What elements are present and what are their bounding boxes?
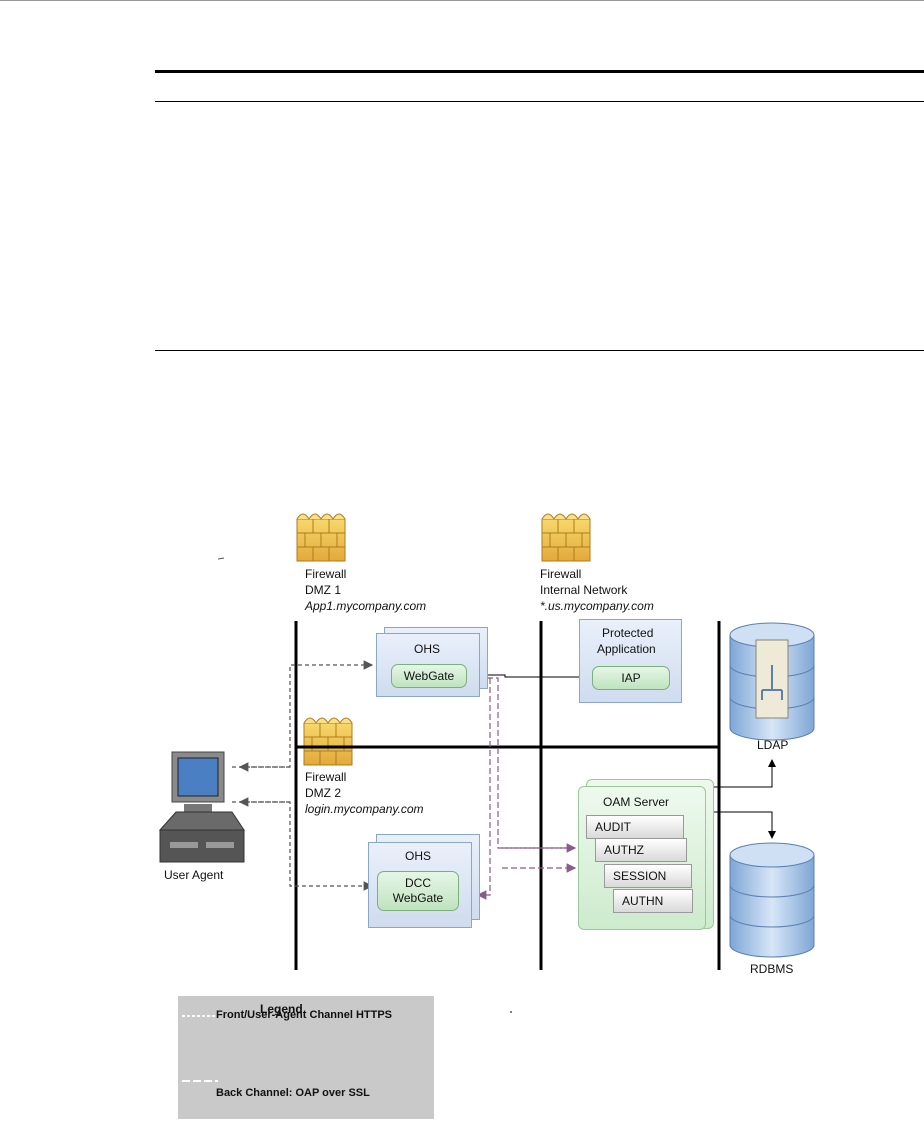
oam-server-label: OAM Server [603,795,670,809]
webgate-top: WebGate [391,664,467,688]
table-top-rule [155,70,924,73]
iap-label: IAP [621,671,641,685]
computer-icon [158,751,245,863]
legend-box: Legend Front/User-Agent Channel HTTPS Ba… [178,996,434,1119]
legend-title: Legend [260,1002,303,1016]
legend-front-channel: Front/User-Agent Channel HTTPS [216,1009,393,1021]
dcc-webgate-line2: WebGate [392,891,444,905]
ohs-box-bottom: OHS DCC WebGate [368,842,472,928]
top-rule [0,0,924,1]
oam-to-ldap-arrow [712,759,776,788]
stray-mark [217,557,225,560]
oam-layer-audit: AUDIT [586,815,684,839]
legend-back-channel: Back Channel: OAP over SSL [216,1087,370,1099]
rdbms-database-icon [729,842,815,958]
iap-module: IAP [592,666,670,690]
table-bottom-rule [155,350,924,351]
firewall-dmz1-title: Firewall [305,567,347,581]
front-channel-swatch [182,1015,216,1017]
stray-mark [510,1011,512,1013]
ohs-box-top: OHS WebGate [376,633,480,697]
firewall-internal-host: *.us.mycompany.com [540,599,654,613]
dcc-webgate-line1: DCC [405,876,431,890]
protected-app-line1: Protected [602,626,654,640]
rdbms-label: RDBMS [750,962,794,976]
ldap-database-icon [729,622,815,741]
oam-layer-session: SESSION [604,864,692,888]
firewall-icon [296,513,346,562]
firewall-icon [541,513,591,562]
back-channel-dcc [476,678,491,900]
protected-application-box: Protected Application IAP [579,619,682,703]
firewall-dmz1-host: App1.mycompany.com [305,599,427,613]
firewall-icon [303,717,353,766]
back-channel-swatch [182,1080,218,1082]
oam-to-rdbms-arrow [712,811,776,839]
oam-layer-authn: AUTHN [613,889,693,913]
firewall-dmz2-host: login.mycompany.com [305,802,424,816]
user-agent-label: User Agent [164,868,224,882]
webgate-top-label: WebGate [403,669,455,683]
ohs-top-label: OHS [414,642,441,656]
dcc-webgate: DCC WebGate [377,871,459,911]
table-header-rule [155,101,924,102]
firewall-internal-title: Firewall [540,567,582,581]
back-channel-webgate [476,673,575,849]
ldap-label: LDAP [757,738,789,752]
firewall-dmz2-zone: DMZ 2 [305,786,341,800]
firewall-dmz1-zone: DMZ 1 [305,583,341,597]
oam-layer-authz: AUTHZ [595,838,687,862]
protected-app-line2: Application [597,642,656,656]
ohs-bottom-label: OHS [405,849,432,863]
firewall-dmz2-title: Firewall [305,770,347,784]
firewall-internal-zone: Internal Network [540,583,628,597]
